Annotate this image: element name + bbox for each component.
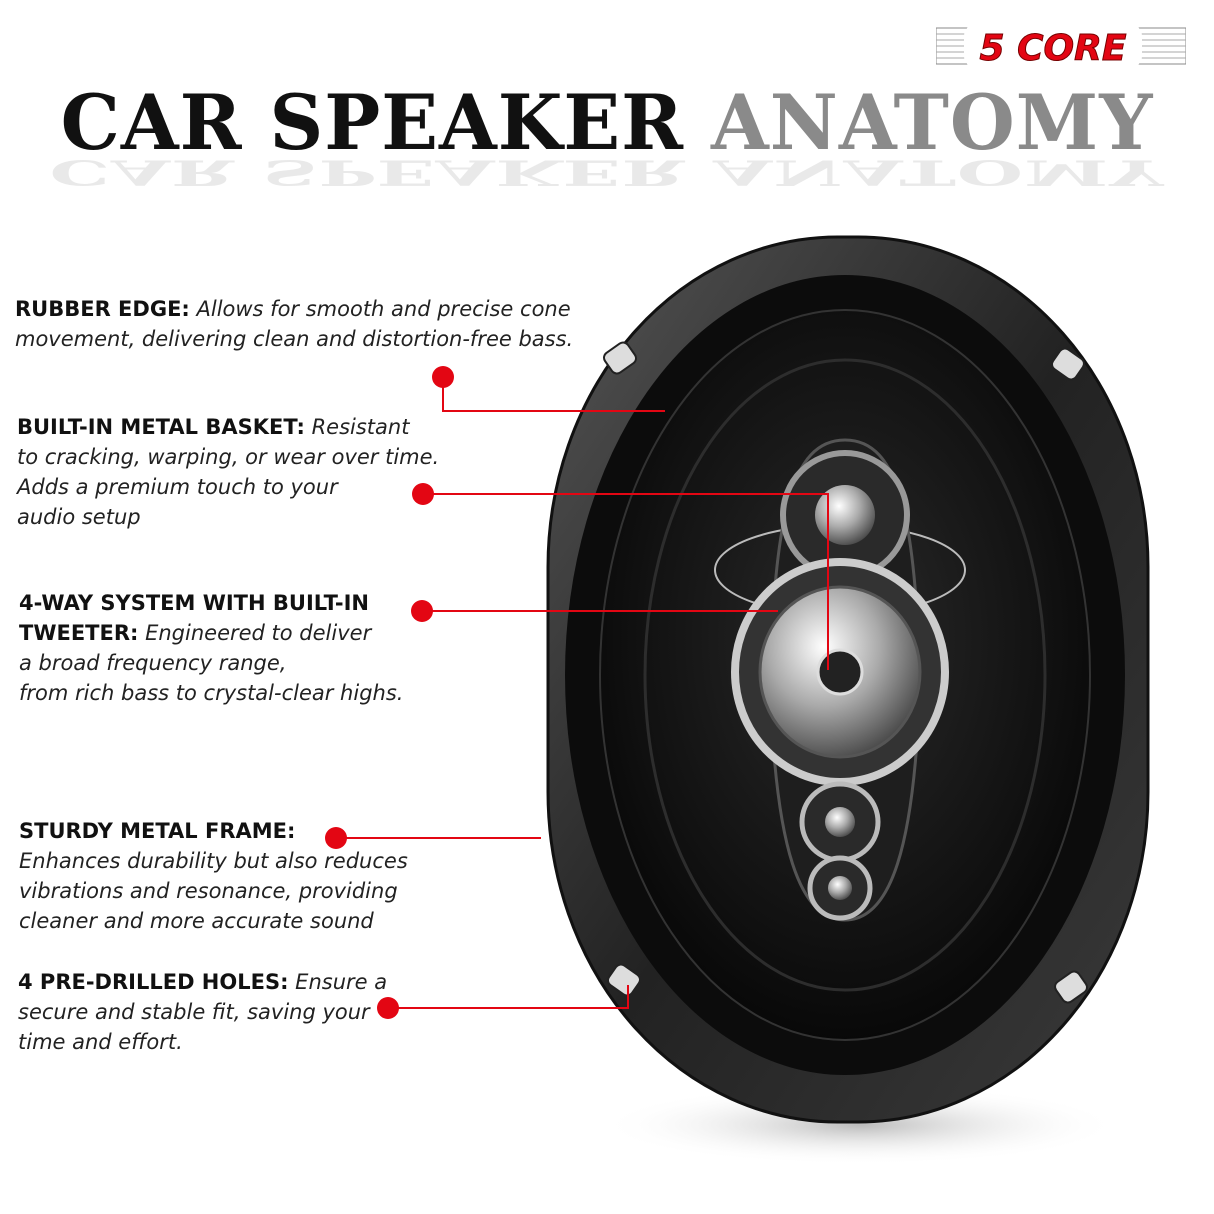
feature-pre-drilled-holes: 4 PRE-DRILLED HOLES: Ensure a secure and… bbox=[18, 967, 387, 1057]
feature-text: Ensure a bbox=[288, 970, 388, 994]
feature-text: Engineered to deliver bbox=[138, 621, 372, 645]
feature-rubber-edge: RUBBER EDGE: Allows for smooth and preci… bbox=[15, 294, 573, 354]
feature-metal-basket: BUILT-IN METAL BASKET: Resistant to crac… bbox=[17, 412, 439, 532]
callout-dot-4-way bbox=[411, 600, 433, 622]
feature-text: Resistant bbox=[304, 415, 410, 439]
callout-dot-metal-frame bbox=[325, 827, 347, 849]
feature-heading: 4-WAY SYSTEM WITH BUILT-IN bbox=[19, 591, 370, 615]
brand-logo: 5 CORE bbox=[936, 24, 1186, 68]
feature-text: audio setup bbox=[17, 505, 141, 529]
title-light: ANATOMY bbox=[710, 78, 1154, 167]
callout-dot-holes bbox=[377, 997, 399, 1019]
feature-text: vibrations and resonance, providing bbox=[19, 879, 398, 903]
svg-text:5 CORE: 5 CORE bbox=[980, 28, 1127, 68]
feature-text: to cracking, warping, or wear over time. bbox=[17, 445, 440, 469]
feature-metal-frame: STURDY METAL FRAME: Enhances durability … bbox=[19, 816, 408, 936]
feature-text: a broad frequency range, bbox=[19, 651, 287, 675]
feature-text: from rich bass to crystal-clear highs. bbox=[19, 681, 404, 705]
feature-heading: TWEETER: bbox=[19, 621, 139, 645]
feature-4-way-system: 4-WAY SYSTEM WITH BUILT-IN TWEETER: Engi… bbox=[19, 588, 403, 708]
feature-text: secure and stable fit, saving your bbox=[18, 1000, 370, 1024]
feature-text: Enhances durability but also reduces bbox=[19, 849, 408, 873]
title-dark: CAR SPEAKER bbox=[60, 78, 685, 167]
feature-heading: BUILT-IN METAL BASKET: bbox=[17, 415, 305, 439]
feature-text: movement, delivering clean and distortio… bbox=[15, 327, 574, 351]
feature-heading: 4 PRE-DRILLED HOLES: bbox=[18, 970, 289, 994]
callout-dot-rubber-edge bbox=[432, 366, 454, 388]
page-title: CAR SPEAKER ANATOMY bbox=[12, 78, 1202, 167]
feature-text: cleaner and more accurate sound bbox=[19, 909, 374, 933]
feature-text: Adds a premium touch to your bbox=[17, 475, 338, 499]
feature-text: Allows for smooth and precise cone bbox=[189, 297, 571, 321]
feature-heading: STURDY METAL FRAME: bbox=[19, 819, 296, 843]
feature-text: time and effort. bbox=[18, 1030, 183, 1054]
callout-lines bbox=[336, 377, 829, 1009]
feature-heading: RUBBER EDGE: bbox=[15, 297, 190, 321]
callout-dot-metal-basket bbox=[412, 483, 434, 505]
